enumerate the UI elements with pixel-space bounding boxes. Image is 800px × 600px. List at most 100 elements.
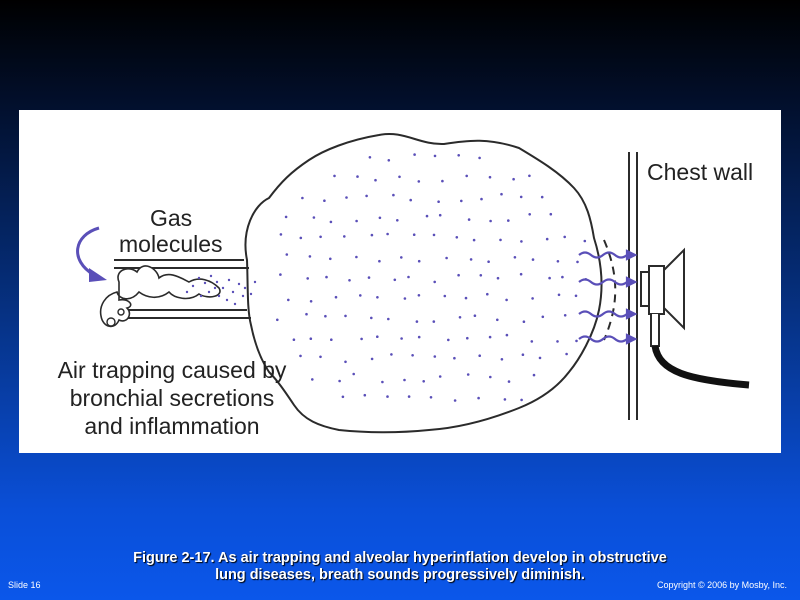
gas-molecule-dot	[400, 256, 403, 259]
gas-molecule-dot	[433, 280, 437, 284]
gas-molecule-dot	[376, 335, 379, 338]
secretion-bubble	[106, 317, 116, 327]
gas-molecule-dot	[311, 378, 314, 381]
gas-molecule-dot	[528, 174, 531, 178]
gas-molecule-dot	[455, 236, 459, 239]
gas-molecule-dot	[478, 156, 481, 160]
gas-molecule-dot	[417, 335, 421, 339]
gas-molecule-dot	[403, 297, 407, 300]
gas-molecule-dot	[480, 197, 483, 201]
gas-molecule-dot	[466, 373, 470, 376]
gas-molecule-dot	[378, 216, 382, 220]
gas-molecule-dot	[540, 195, 544, 199]
gas-molecule-dot	[276, 318, 279, 322]
gas-molecule-dot	[496, 318, 499, 322]
bronchiole-upper-wall	[114, 259, 249, 269]
gas-molecule-dot	[370, 233, 374, 237]
gas-molecule-dot	[477, 396, 480, 400]
gas-molecule-dot	[393, 278, 397, 282]
gas-molecule-dot	[356, 175, 359, 178]
gas-molecule-dot	[469, 258, 473, 261]
gas-molecule-dot	[330, 338, 333, 341]
air-trapping-line2: bronchial secretions	[69, 385, 275, 411]
gas-molecule-dot	[370, 316, 373, 320]
gas-molecule-dot	[386, 395, 389, 398]
gas-molecule-dot	[279, 273, 282, 276]
gas-molecule-dot	[561, 275, 564, 279]
gas-molecule-dot	[541, 315, 545, 319]
gas-molecule-dot	[556, 340, 559, 343]
gas-molecule-dot	[503, 398, 507, 401]
gas-molecule-dot	[396, 219, 399, 222]
gas-molecule-dot	[522, 320, 526, 323]
gas-molecule-dot	[532, 373, 536, 377]
gas-molecule-dot	[386, 232, 389, 236]
gas-molecules-line1: Gas	[150, 205, 193, 231]
gas-molecule-dot	[341, 395, 345, 399]
gas-molecule-dot	[370, 357, 374, 361]
gas-molecule-dot	[285, 253, 289, 256]
gas-molecule-dot	[387, 317, 390, 321]
gas-molecule-dot	[538, 356, 542, 360]
gas-molecule-dot	[488, 335, 492, 339]
gas-molecule-dot	[407, 395, 411, 398]
gas-molecule-dot	[403, 378, 406, 382]
gas-molecule-dot	[312, 216, 316, 219]
gas-molecule-dot	[422, 380, 426, 383]
gas-molecule-dot	[576, 260, 579, 264]
gas-molecule-dot	[374, 178, 377, 182]
gas-molecule-dot	[359, 294, 362, 297]
gas-molecule-dot	[355, 219, 358, 223]
gas-molecule-dot	[437, 200, 440, 203]
gas-molecule-dot	[284, 215, 288, 219]
gas-molecule-dot	[400, 337, 403, 340]
gas-molecule-dot	[367, 276, 371, 279]
gas-molecule-dot	[343, 235, 346, 238]
gas-molecule-dot	[412, 233, 416, 236]
gas-molecule-dot	[460, 199, 463, 203]
secretion-bubble	[117, 308, 125, 316]
caption-line1: Figure 2-17. As air trapping and alveola…	[133, 550, 667, 566]
gas-inflow-arrow	[76, 226, 100, 277]
gas-molecule-dot	[411, 354, 414, 357]
slide-number: Slide 16	[8, 580, 41, 590]
copyright-notice: Copyright © 2006 by Mosby, Inc.	[656, 580, 787, 590]
gas-molecule-dot	[549, 212, 553, 216]
gas-molecule-dot	[487, 260, 490, 263]
gas-inflow-arrowhead	[89, 268, 107, 282]
gas-molecule-dot	[308, 255, 312, 258]
gas-molecule-dot	[287, 298, 290, 302]
gas-molecule-dot	[507, 219, 510, 222]
gas-molecule-dot	[329, 220, 333, 224]
gas-molecule-dot	[368, 156, 372, 159]
gas-molecule-dot	[432, 320, 436, 323]
gas-molecule-dot	[520, 240, 523, 243]
gas-molecule-dot	[489, 375, 492, 379]
gas-molecule-dot	[489, 219, 492, 223]
gas-molecule-dot	[305, 312, 308, 316]
gas-molecule-dot	[334, 295, 338, 299]
gas-molecule-dot	[417, 180, 421, 183]
gas-molecules-line2: molecules	[119, 231, 223, 257]
gas-molecule-dot	[441, 179, 444, 183]
gas-molecule-dot	[557, 293, 561, 297]
gas-molecule-dot	[309, 337, 313, 340]
sound-boundary-arc	[603, 239, 617, 341]
gas-molecule-dot	[381, 380, 384, 384]
gas-molecule-dot	[432, 233, 436, 237]
figure-panel: Gas molecules Chest wall Air trapping ca…	[19, 110, 781, 453]
air-trapping-line3: and inflammation	[84, 413, 260, 439]
gas-molecule-dot	[499, 238, 502, 242]
gas-molecule-dot	[548, 276, 551, 280]
gas-molecule-dot	[583, 239, 587, 243]
gas-molecule-dot	[565, 352, 568, 356]
gas-molecule-dot	[409, 198, 413, 202]
gas-molecule-dot	[545, 237, 549, 241]
gas-molecule-dot	[530, 340, 534, 343]
gas-molecule-dot	[398, 175, 401, 179]
gas-molecule-dot	[458, 316, 462, 319]
gas-molecule-dot	[329, 257, 332, 261]
gas-molecule-dot	[563, 314, 567, 317]
gas-molecule-dot	[574, 294, 578, 298]
gas-molecule-dot	[365, 194, 368, 198]
